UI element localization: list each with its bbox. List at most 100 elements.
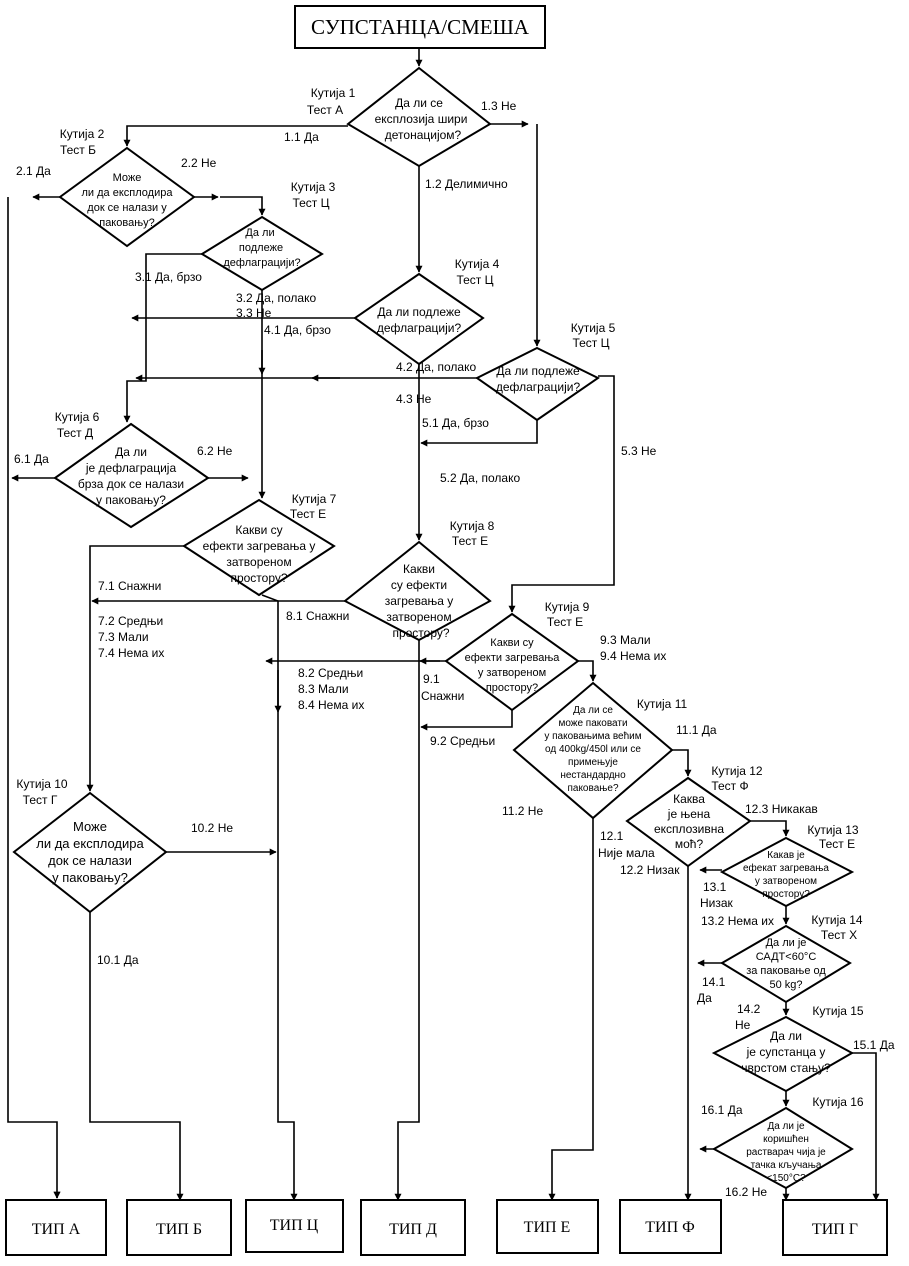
b9-q-line: простору?	[486, 682, 538, 694]
edge-label-5-3: 5.3 Не	[621, 444, 657, 458]
b9-q-line: ефекти загревања	[465, 652, 561, 664]
result-box-type-f	[619, 1199, 722, 1254]
edge-5-1b	[420, 420, 538, 447]
b9-question: Какви су ефекти загревања у затвореном п…	[465, 637, 561, 694]
b7-q-line: простору?	[230, 571, 287, 585]
b10-q-line: Може	[73, 819, 107, 834]
b12-q-line: је њена	[667, 807, 711, 821]
edge-label-4-2: 4.2 Да, полако	[396, 360, 476, 374]
b12-label: Кутија 12	[711, 764, 763, 778]
edge-label-15-1: 15.1 Да	[853, 1038, 895, 1052]
b10-question: Може ли да експлодира док се налази у па…	[36, 819, 144, 885]
edge-9-2	[420, 710, 513, 731]
connectors	[7, 48, 880, 1201]
edge-2-1-c	[7, 197, 61, 1199]
b8-q-line: загревања у	[385, 594, 454, 608]
b9-q-line: у затвореном	[478, 667, 546, 679]
edge-label-4-3: 4.3 Не	[396, 392, 432, 406]
b5-test: Тест Ц	[572, 336, 609, 350]
edge-15-1	[852, 1052, 880, 1201]
b10-test: Тест Г	[23, 793, 58, 807]
diamond-b12	[625, 776, 752, 868]
edge-11-2	[548, 818, 594, 1201]
b10-q-line: ли да експлодира	[36, 836, 144, 851]
b12-q-line: Каква	[673, 792, 705, 806]
type-d-label: ТИП Д	[389, 1221, 437, 1238]
shapes	[5, 5, 888, 1256]
b12-q-line: моћ?	[675, 837, 704, 851]
b3-test: Тест Ц	[292, 196, 329, 210]
edge-label-2-1: 2.1 Да	[16, 164, 51, 178]
b3-q-line: подлеже	[239, 242, 283, 254]
edge-label-12-1b: Није мала	[598, 846, 655, 860]
b6-test: Тест Д	[57, 426, 93, 440]
questions: Да ли се експлозија шири детонацијом? Мо…	[36, 96, 831, 1184]
b6-q-line: брза док се налази	[78, 477, 184, 491]
diamond-b13	[719, 836, 855, 908]
b8-label: Кутија 8	[450, 519, 495, 533]
edge-label-12-2: 12.2 Низак	[620, 863, 680, 877]
b13-q-line: Какав је	[767, 850, 805, 861]
edge-label-16-2: 16.2 Не	[725, 1185, 767, 1199]
edge-11-1	[672, 749, 692, 777]
b2-test: Тест Б	[60, 143, 96, 157]
b6-q-line: је дефлаграција	[85, 461, 177, 475]
b15-question: Да ли је супстанца у чврстом стању?	[741, 1029, 831, 1075]
b4-test: Тест Ц	[456, 273, 493, 287]
b2-q-line: Може	[113, 172, 142, 184]
b12-test: Тест Ф	[711, 779, 748, 793]
b3-label: Кутија 3	[291, 180, 336, 194]
b3-question: Да ли подлеже дефлаграцији?	[223, 227, 300, 269]
b9-q-line: Какви су	[490, 637, 534, 649]
b16-label: Кутија 16	[812, 1095, 864, 1109]
edge-label-13-2: 13.2 Нема их	[701, 914, 774, 928]
b4-label: Кутија 4	[455, 257, 500, 271]
diamond-b9	[444, 612, 580, 712]
edge-label-9-2: 9.2 Средњи	[430, 734, 495, 748]
edge-label-8-3: 8.3 Мали	[298, 682, 349, 696]
edge-label-3-3: 3.3 Не	[236, 306, 272, 320]
edge-10-1	[89, 912, 184, 1201]
b1-question: Да ли се експлозија шири детонацијом?	[375, 96, 468, 142]
result-box-type-c	[245, 1199, 344, 1253]
b11-q-line: од 400kg/450l или се	[545, 744, 641, 755]
b7-test: Тест Е	[290, 507, 326, 521]
type-e-label: ТИП Е	[524, 1219, 571, 1236]
edge-label-11-2: 11.2 Не	[502, 804, 543, 818]
b8-test: Тест Е	[452, 534, 488, 548]
b8-q-line: простору?	[392, 626, 449, 640]
edge-label-16-1: 16.1 Да	[701, 1103, 743, 1117]
b3-q-line: Да ли	[245, 227, 274, 239]
diamond-b11	[512, 681, 674, 820]
b14-q-line: САДТ<60°C	[756, 951, 817, 963]
b4-question: Да ли подлеже дефлаграцији?	[377, 305, 462, 335]
b14-q-line: 50 kg?	[769, 979, 802, 991]
b7-question: Какви су ефекти загревања у затвореном п…	[203, 523, 316, 585]
type-b-label: ТИП Б	[156, 1221, 202, 1238]
b8-q-line: су ефекти	[391, 578, 447, 592]
b10-q-line: док се налази	[48, 853, 132, 868]
edge-label-7-2: 7.2 Средњи	[98, 614, 163, 628]
diamond-b1	[346, 66, 492, 168]
edge-label-13-1a: 13.1	[703, 880, 727, 894]
b1-label: Кутија 1	[311, 86, 356, 100]
edge-label-7-3: 7.3 Мали	[98, 630, 149, 644]
b16-q-line: <150°C?	[766, 1173, 806, 1184]
edge-label-9-4: 9.4 Нема их	[600, 649, 666, 663]
b14-q-line: Да ли је	[766, 937, 807, 949]
b11-label: Кутија 11	[637, 697, 688, 711]
b5-q-line: Да ли подлеже	[496, 364, 580, 378]
result-box-type-b	[126, 1199, 232, 1256]
result-box-type-g	[782, 1199, 888, 1256]
b11-q-line: у паковањима већим	[544, 731, 641, 742]
edge-label-6-1: 6.1 Да	[14, 452, 49, 466]
b8-question: Какви су ефекти загревања у затвореном п…	[385, 562, 454, 640]
b5-label: Кутија 5	[571, 321, 616, 335]
b7-q-line: Какви су	[235, 523, 282, 537]
edge-9-3	[578, 660, 597, 682]
b6-q-line: Да ли	[115, 445, 147, 459]
edge-label-10-2: 10.2 Не	[191, 821, 233, 835]
b14-question: Да ли је САДТ<60°C за паковање од 50 kg?	[746, 937, 826, 991]
b8-q-line: Какви	[403, 562, 435, 576]
start-box	[294, 5, 546, 49]
